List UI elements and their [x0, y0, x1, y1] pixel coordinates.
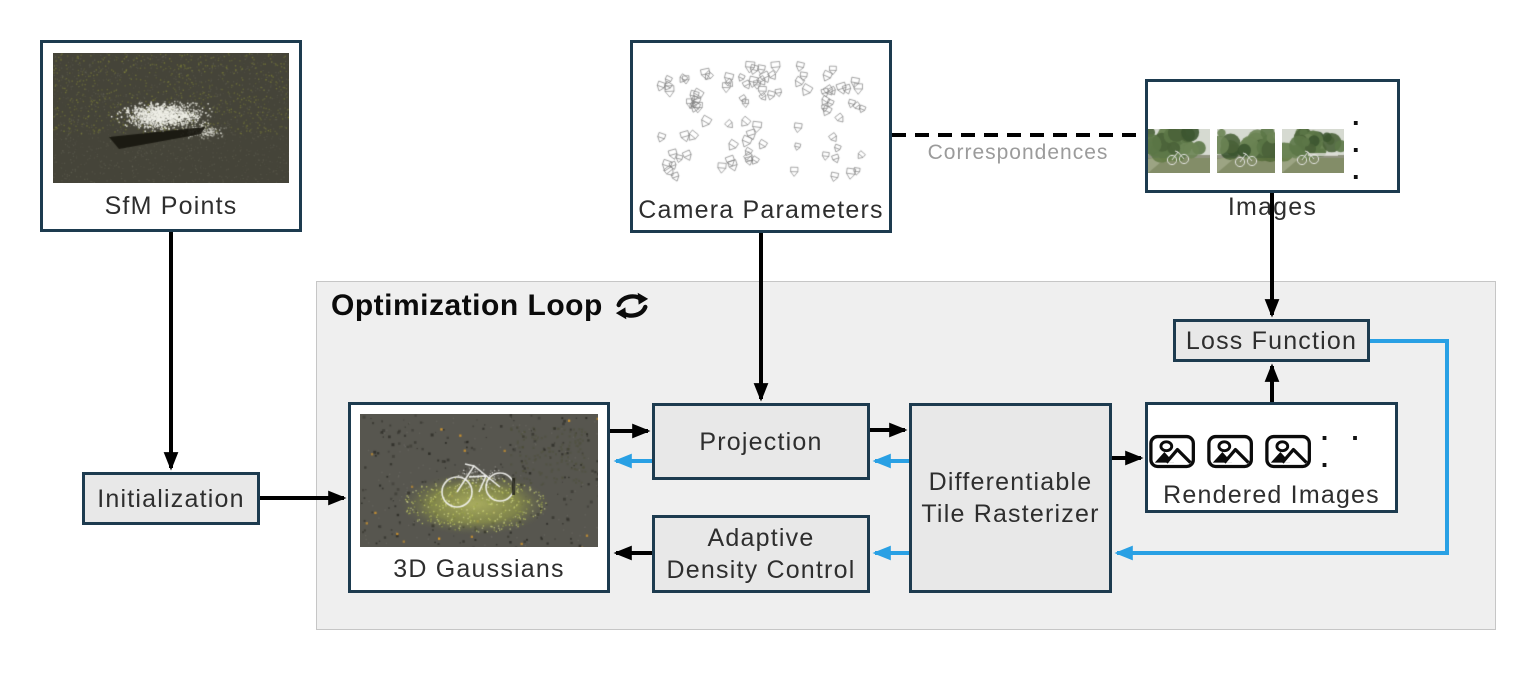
picture-icon — [1149, 434, 1195, 469]
loss-function-box: Loss Function — [1173, 319, 1370, 362]
optimization-loop-title: Optimization Loop — [331, 289, 651, 323]
camera-frustums-image — [642, 51, 880, 189]
initialization-label: Initialization — [97, 484, 245, 513]
dtr-label-line1: Differentiable — [928, 468, 1093, 496]
optimization-loop-title-text: Optimization Loop — [331, 289, 603, 322]
picture-icon — [1265, 434, 1312, 469]
rendered-images-box: · · · Rendered Images — [1145, 402, 1398, 513]
images-ellipsis: · · · — [1352, 108, 1368, 192]
input-photo-3 — [1282, 128, 1344, 173]
loss-function-label: Loss Function — [1185, 326, 1358, 355]
sfm-point-cloud-image — [53, 53, 289, 183]
adc-label-line1: Adaptive — [707, 524, 815, 552]
correspondences-label: Correspondences — [927, 141, 1109, 164]
camera-parameters-label: Camera Parameters — [638, 195, 884, 224]
adaptive-density-control-box: Adaptive Density Control — [652, 515, 870, 593]
differentiable-tile-rasterizer-box: Differentiable Tile Rasterizer — [909, 403, 1112, 593]
images-box: · · · Images — [1145, 79, 1400, 221]
gaussian-render-image — [360, 414, 598, 547]
projection-label: Projection — [699, 427, 823, 456]
gaussians-label: 3D Gaussians — [393, 554, 565, 583]
images-label: Images — [1227, 193, 1318, 221]
projection-box: Projection — [652, 403, 870, 480]
rendered-images-ellipsis: · · · — [1320, 423, 1368, 480]
images-photo-row: · · · — [1148, 110, 1397, 191]
cycle-arrows-icon — [615, 292, 648, 320]
input-photo-2 — [1217, 128, 1275, 173]
adc-label-line2: Density Control — [666, 556, 856, 584]
initialization-box: Initialization — [82, 472, 260, 525]
sfm-points-label: SfM Points — [104, 192, 238, 220]
rendered-images-label: Rendered Images — [1163, 481, 1380, 509]
picture-icon — [1207, 434, 1254, 469]
gaussians-box: 3D Gaussians — [348, 402, 610, 593]
input-photo-1 — [1148, 128, 1210, 173]
dtr-label-line2: Tile Rasterizer — [921, 500, 1100, 528]
rendered-images-icon-row: · · · — [1148, 425, 1395, 479]
sfm-points-box: SfM Points — [40, 40, 302, 232]
camera-parameters-box: Camera Parameters — [630, 40, 892, 233]
